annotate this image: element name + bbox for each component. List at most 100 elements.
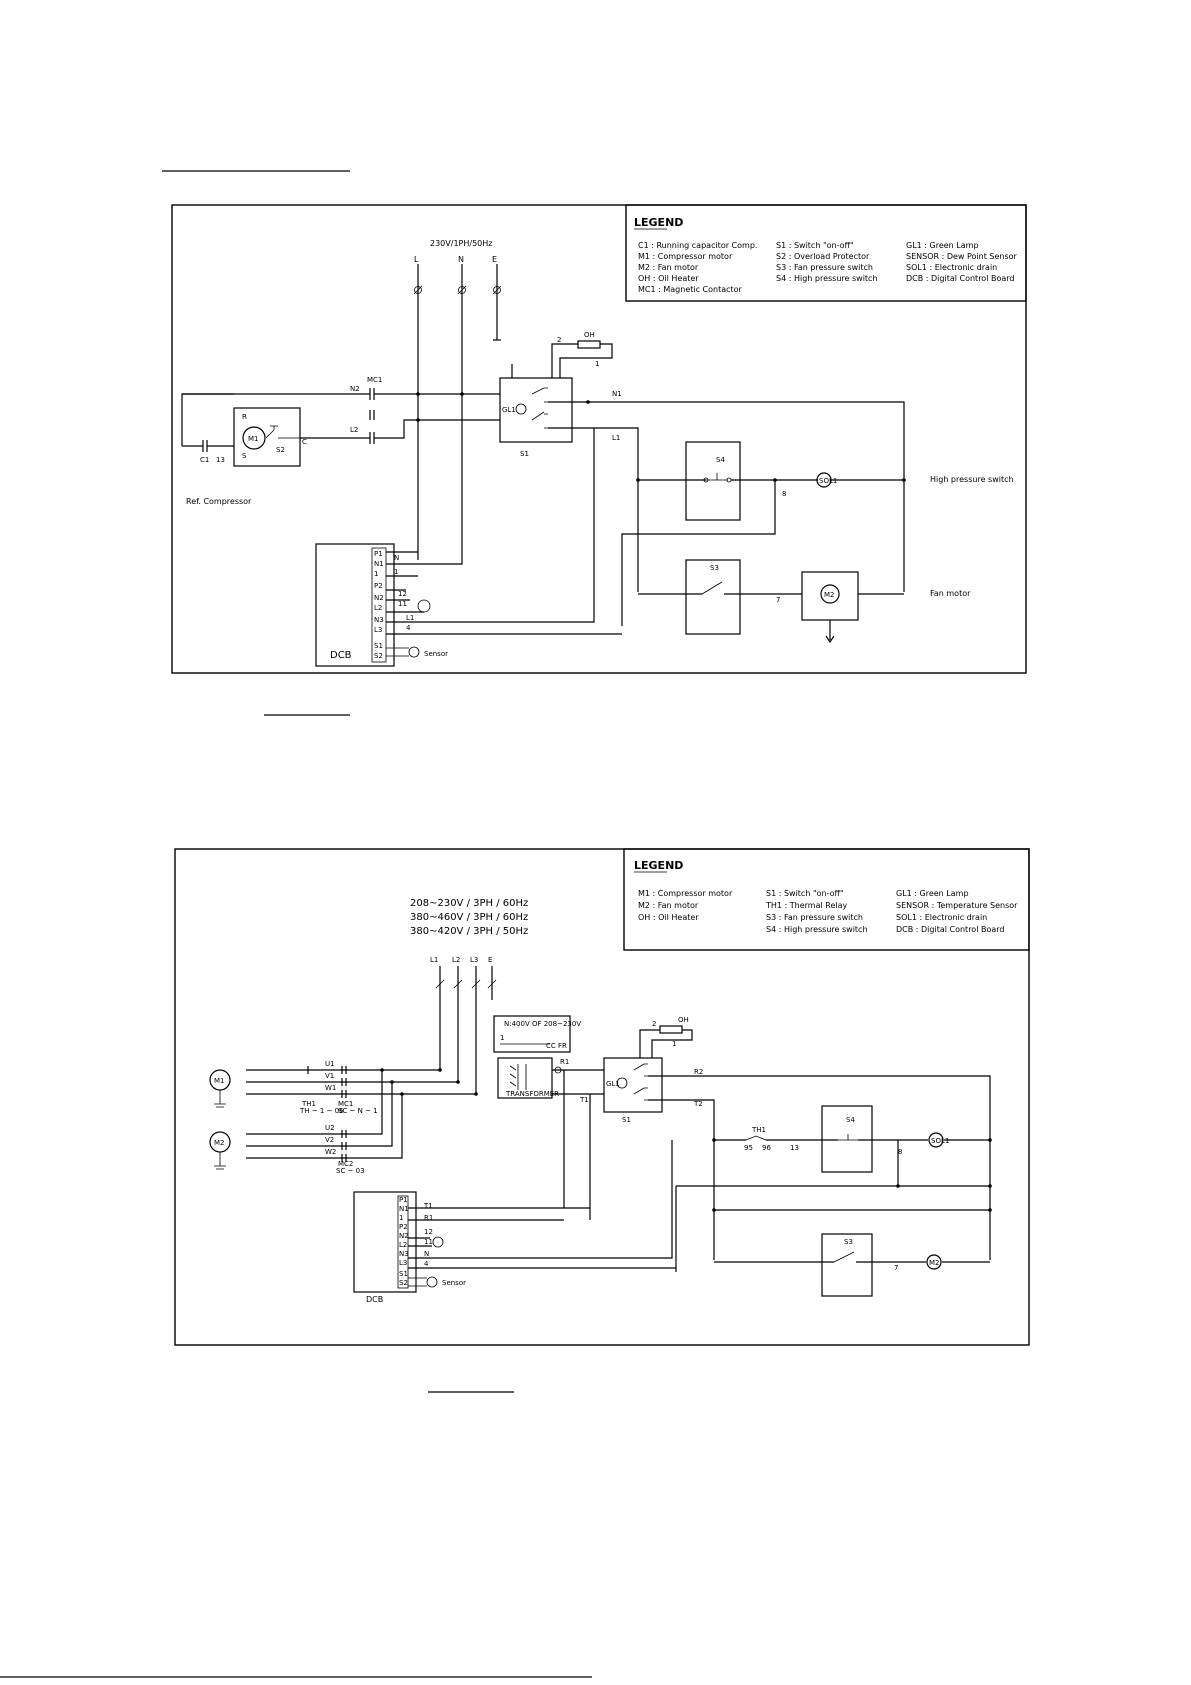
legend-item: M2 : Fan motor <box>638 263 699 272</box>
dcb-box <box>353 1191 417 1293</box>
fan-motor-m2b <box>926 1254 942 1270</box>
wire-label: R1 <box>424 1214 433 1222</box>
m2-ground <box>214 1152 226 1170</box>
n2-label: N2 <box>350 385 360 393</box>
mc1-label: MC1 <box>338 1100 353 1108</box>
junction <box>460 392 464 396</box>
m1-ground <box>214 1090 226 1108</box>
legend-item: SOL1 : Electronic drain <box>896 913 987 922</box>
dcb-terminal-strip <box>371 547 387 663</box>
wire-n1 <box>548 401 905 592</box>
th1-sub: TH ~ 1 ~ 06 <box>299 1107 344 1115</box>
m2b-label: M2 <box>929 1259 940 1267</box>
terminal-l3: L3 <box>470 956 478 964</box>
dcb-terminal: N2 <box>399 1232 409 1240</box>
dcb-terminal: S1 <box>399 1270 408 1278</box>
legend-box <box>623 848 1030 951</box>
s4-label: S4 <box>716 456 725 464</box>
dcb-terminal: L2 <box>374 604 382 612</box>
terminal-l1: L1 <box>430 956 438 964</box>
legend-box <box>625 204 1027 302</box>
dcb-terminal: L3 <box>374 626 382 634</box>
sol1-coil-small <box>417 599 431 613</box>
s3-contact <box>833 1251 855 1263</box>
dcb-terminal: N3 <box>399 1250 409 1258</box>
terminal-ring <box>458 286 466 294</box>
s1-label: S1 <box>520 450 529 458</box>
legend-item: SOL1 : Electronic drain <box>906 263 997 272</box>
junction <box>988 1184 992 1188</box>
s3-box <box>685 559 741 635</box>
l2-label: L2 <box>350 426 358 434</box>
sensor-symbol <box>408 646 420 658</box>
junction <box>902 478 906 482</box>
junction <box>896 1184 900 1188</box>
dcb-terminal: N1 <box>374 560 384 568</box>
fan-motor-label: Fan motor <box>930 589 971 598</box>
capacitor-c1 <box>182 440 234 452</box>
n8-label: 8 <box>898 1148 902 1156</box>
junction <box>988 1208 992 1212</box>
fuse-mark <box>435 979 497 989</box>
supply-label: 380~460V / 3PH / 60Hz <box>410 912 528 923</box>
phase-label: W2 <box>325 1148 336 1156</box>
dcb-terminal: L3 <box>399 1259 407 1267</box>
junction <box>712 1138 716 1142</box>
legend-item: S3 : Fan pressure switch <box>766 913 863 922</box>
wire-oh <box>551 343 613 398</box>
sol1-coil <box>816 472 832 488</box>
s4-contact <box>838 1134 858 1141</box>
hp-switch-label: High pressure switch <box>930 475 1014 484</box>
legend-item: SENSOR : Temperature Sensor <box>896 901 1018 910</box>
sol1-coil-small <box>432 1236 444 1248</box>
legend-item: C1 : Running capacitor Comp. <box>638 241 757 250</box>
r2-label: R2 <box>694 1068 703 1076</box>
t2-label: T2 <box>693 1100 703 1108</box>
junction-dots <box>380 1068 992 1212</box>
sensor-wire <box>408 1277 427 1287</box>
sensor-label: Sensor <box>424 650 448 658</box>
sol1-label: SOL1 <box>931 1137 949 1145</box>
diagram-2-legend: LEGEND M1 : Compressor motor M2 : Fan mo… <box>623 848 1030 951</box>
wire-label: 12 <box>424 1228 433 1236</box>
legend-item: GL1 : Green Lamp <box>906 241 979 250</box>
s3-contact <box>701 581 723 595</box>
s1-contacts <box>531 387 548 429</box>
s3-box <box>821 1233 873 1297</box>
wire-fan-ret <box>825 593 904 644</box>
gl1-label: GL1 <box>502 406 516 414</box>
legend-item: S1 : Switch "on-off" <box>766 889 844 898</box>
mc1-label: MC1 <box>367 376 382 384</box>
oil-heater-oh <box>659 1025 683 1034</box>
dcb-label: DCB <box>330 650 352 661</box>
legend-item: MC1 : Magnetic Contactor <box>638 285 743 294</box>
sensor-symbol <box>426 1276 438 1288</box>
terminal-e: E <box>488 956 492 964</box>
m2-label: M2 <box>824 591 835 599</box>
oh-label: OH <box>678 1016 689 1024</box>
tr-out <box>552 1069 606 1220</box>
dcb-terminal: P2 <box>399 1223 408 1231</box>
legend-item: M2 : Fan motor <box>638 901 699 910</box>
m1-label: M1 <box>214 1077 225 1085</box>
transformer-box <box>497 1057 553 1099</box>
c1-label: C1 <box>200 456 209 464</box>
ref-compressor-label: Ref. Compressor <box>186 497 252 506</box>
note-box <box>493 1015 571 1053</box>
s4-box <box>821 1105 873 1173</box>
transformer-label: TRANSFORMER <box>505 1090 559 1098</box>
terminal-l2: L2 <box>452 956 460 964</box>
dcb-terminal-strip <box>397 1195 409 1289</box>
wire-label: N <box>424 1250 429 1258</box>
dcb-terminal: L2 <box>399 1241 407 1249</box>
wire-label: 11 <box>424 1238 433 1246</box>
legend-title: LEGEND <box>634 216 683 229</box>
t1-label: T1 <box>579 1096 589 1104</box>
wire-label: L1 <box>406 614 414 622</box>
s1-contacts <box>633 1063 648 1101</box>
r1-label: R1 <box>560 1058 569 1066</box>
junction <box>400 1092 404 1096</box>
dcb-terminal: N3 <box>374 616 384 624</box>
dcb-wires <box>386 428 622 635</box>
n1-label: N1 <box>612 390 622 398</box>
